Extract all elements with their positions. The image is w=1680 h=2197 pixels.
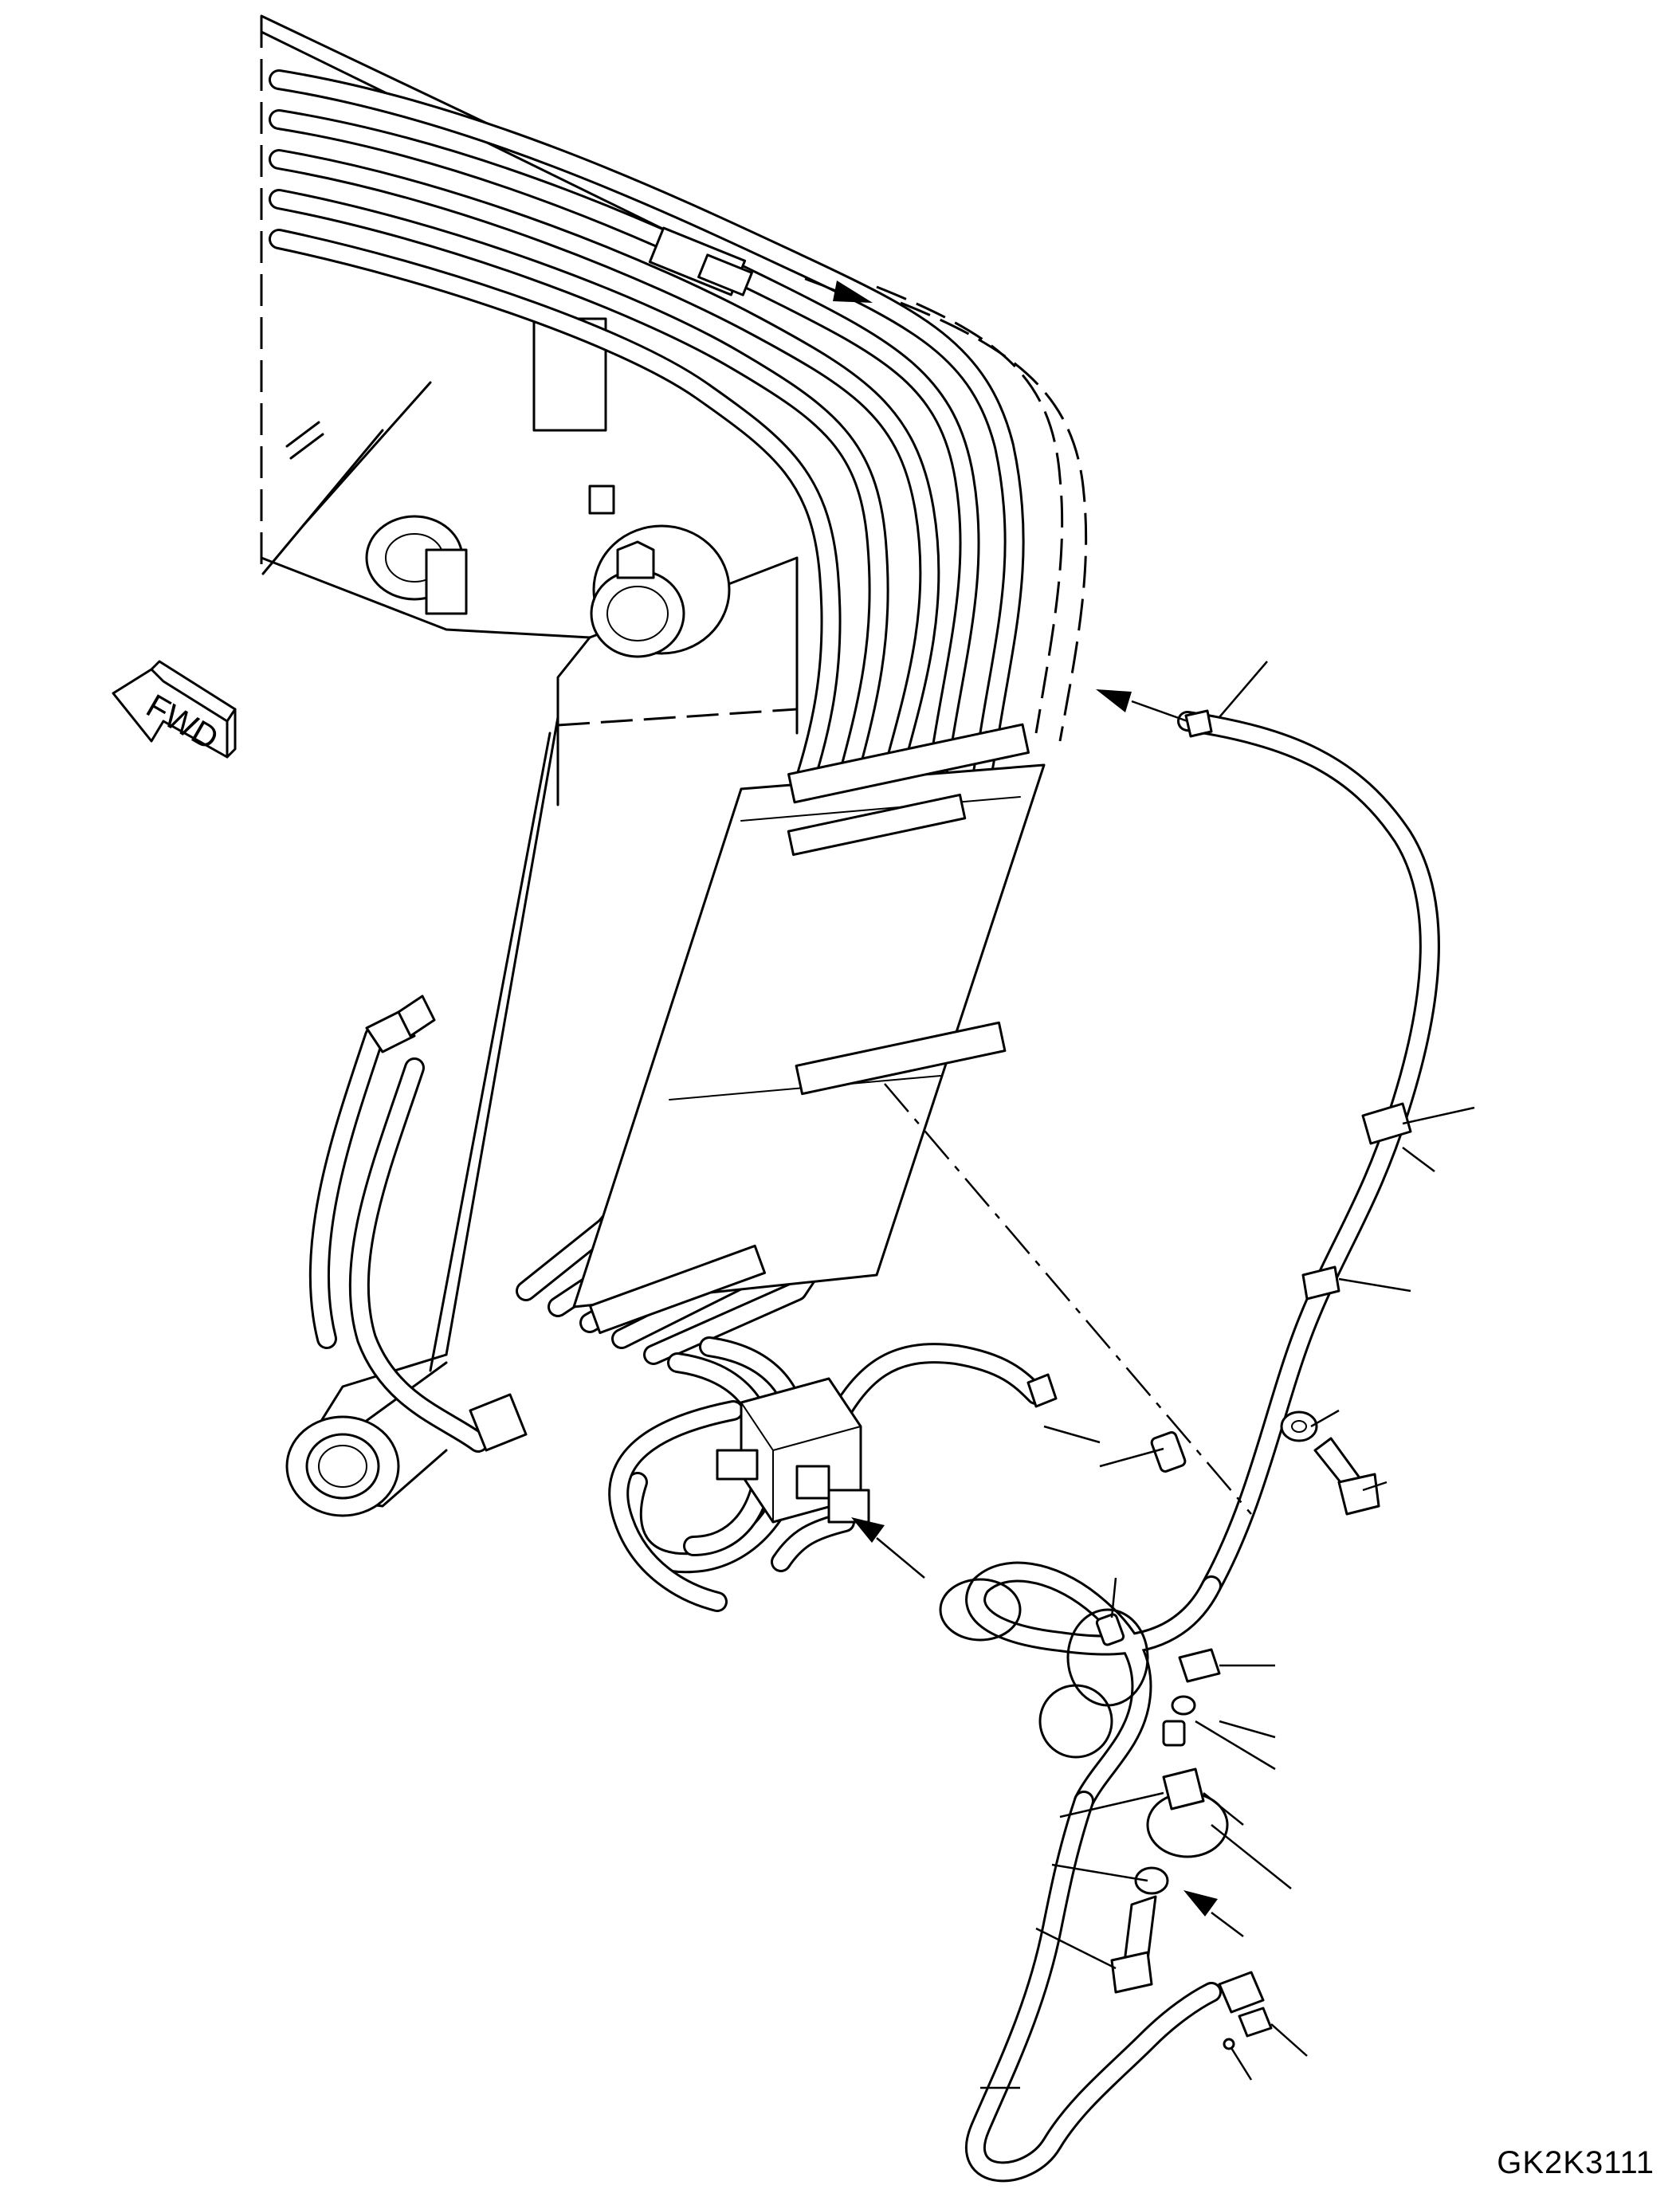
left-hose-fittings <box>365 995 528 1452</box>
pin-lock-bolt <box>616 540 655 579</box>
upper-clamp-bar <box>787 723 1030 804</box>
hose-clamps-boom <box>588 226 1030 1335</box>
flow-arrows <box>804 277 1244 1937</box>
grease-nipple-block <box>588 485 615 515</box>
valve-assembly <box>608 1336 1058 1612</box>
bolt-head-lower <box>1110 1951 1153 1994</box>
hose-cover-housing <box>572 763 1046 1308</box>
foot-clamp-bar <box>588 1244 767 1335</box>
valve-port <box>795 1465 830 1500</box>
o-ring <box>1223 2038 1235 2050</box>
valve-fitting-left <box>716 1449 759 1481</box>
bolt-head-upper <box>1337 1473 1380 1516</box>
service-line-exploded <box>884 709 1440 2183</box>
part-leader-lines <box>980 661 1475 2089</box>
washer-small <box>1171 1695 1196 1716</box>
boom-structure <box>260 14 799 1517</box>
hose-end-fitting-bottom <box>1218 1971 1265 2014</box>
drawing-code: GK2K3111 <box>1497 2145 1654 2180</box>
coil-clamp <box>1162 1767 1205 1811</box>
ring-bracket <box>425 548 468 615</box>
fwd-arrow-icon: FWD <box>112 660 237 759</box>
lower-clamp-bar <box>795 1021 1007 1096</box>
hose-clip-middle <box>1301 1265 1340 1301</box>
coil-clamp-upper <box>1178 1648 1221 1683</box>
nut-small <box>1162 1720 1186 1747</box>
upper-clamp-plate <box>787 793 967 857</box>
spacer-sleeve <box>1150 1431 1187 1473</box>
hose-clip-upper <box>1361 1102 1412 1145</box>
washer-lower <box>1134 1866 1169 1895</box>
washer-upper <box>1280 1410 1318 1442</box>
adapter-fitting <box>1238 2007 1273 2038</box>
valve-fitting <box>827 1489 870 1524</box>
collar <box>1095 1613 1125 1646</box>
hose-end-fitting-top <box>1184 709 1213 738</box>
boom-foot-pin <box>305 1433 380 1500</box>
